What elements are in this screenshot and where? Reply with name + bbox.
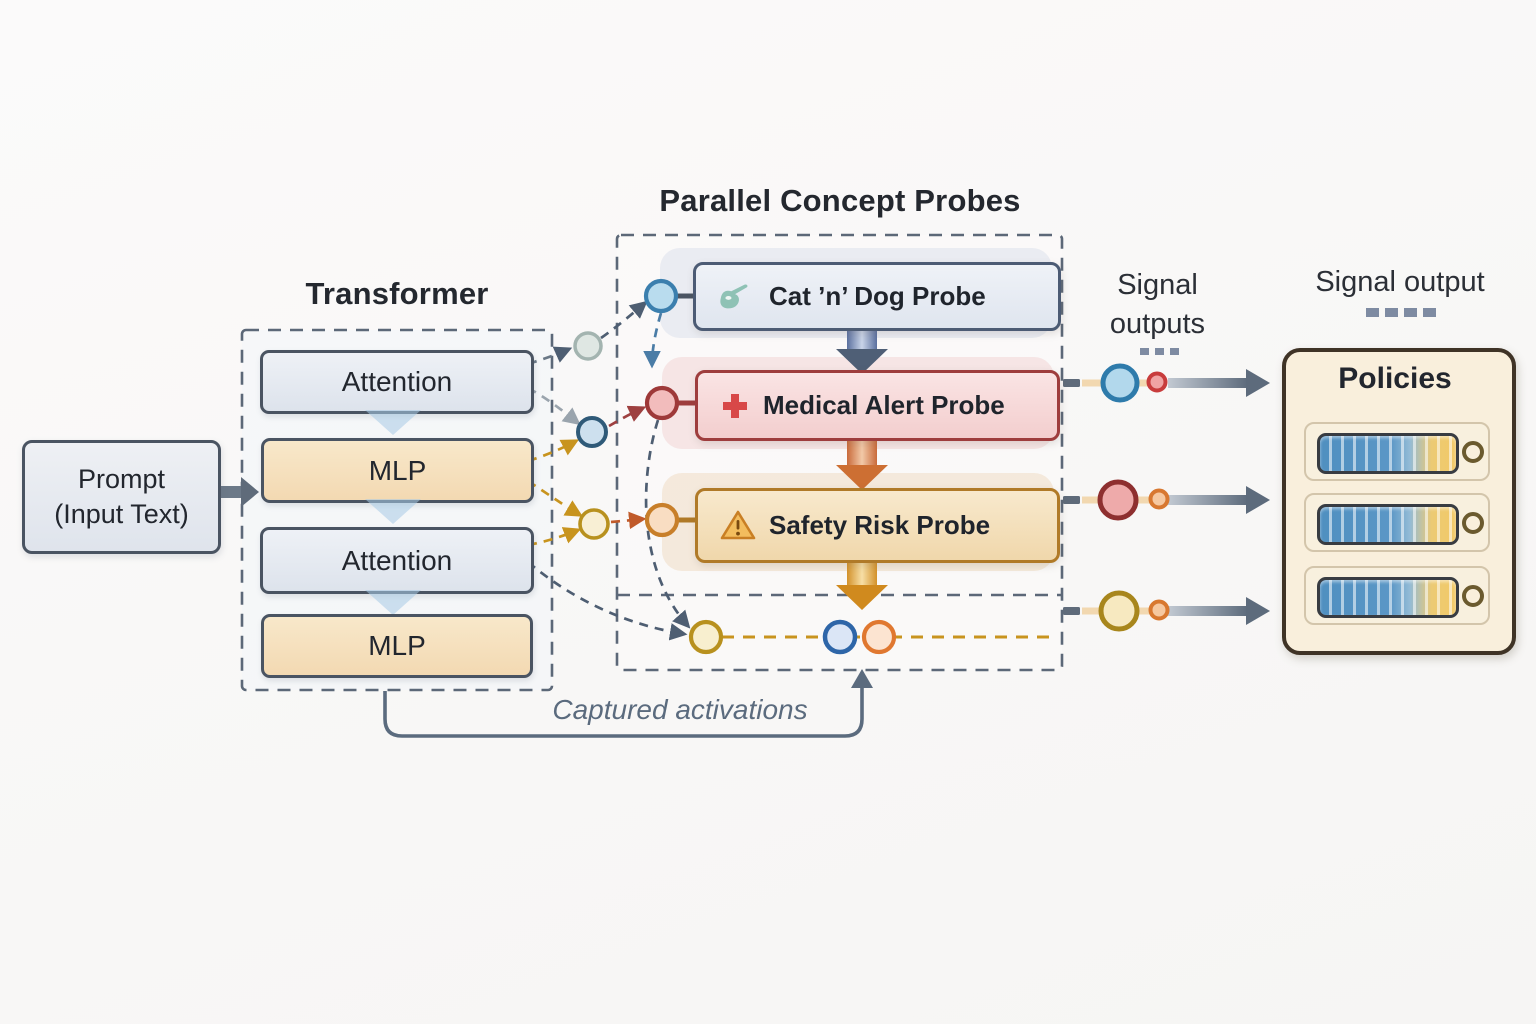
medical-cross-icon [720, 391, 750, 421]
prompt-label-line1: Prompt [77, 464, 166, 494]
medical-alert-probe-box: Medical Alert Probe [695, 370, 1060, 441]
policy-indicator-ring [1462, 441, 1484, 463]
signal-node-red-small [1146, 371, 1168, 393]
prompt-box: Prompt (Input Text) [22, 440, 221, 554]
policy-indicator-ring [1462, 512, 1484, 534]
signal-node-blue-large [1100, 363, 1140, 403]
transformer-layer-attention-1: Attention [260, 350, 534, 414]
probe-label: Safety Risk Probe [769, 510, 991, 540]
probe-label: Cat ’n’ Dog Probe [769, 281, 986, 311]
policy-progress-bar [1317, 504, 1459, 545]
layer-label: MLP [368, 630, 426, 661]
signal-outputs-label: Signal outputs [1090, 266, 1225, 344]
policy-progress-bar [1317, 577, 1459, 618]
layer-label: Attention [341, 544, 453, 576]
signal-outputs-dashes [1140, 348, 1179, 355]
transformer-layer-attention-2: Attention [260, 527, 534, 594]
policy-progress-bar [1317, 433, 1459, 474]
intermediate-activation-circles [573, 331, 610, 540]
captured-activations-label: Captured activations [552, 694, 808, 725]
policy-indicator-ring [1462, 585, 1484, 607]
policy-row-3 [1304, 566, 1490, 625]
down-chevron-icon [365, 590, 421, 615]
cat-n-dog-probe-box: Cat ’n’ Dog Probe [693, 262, 1061, 331]
signal-output-label: Signal output [1315, 266, 1485, 298]
probes-title: Parallel Concept Probes [659, 183, 1021, 218]
safety-risk-probe-box: Safety Risk Probe [695, 488, 1060, 563]
signal-node-gold-large [1098, 590, 1140, 632]
signal-output-rows [1063, 363, 1270, 632]
activation-node-blue [576, 416, 608, 448]
policy-row-2 [1304, 493, 1490, 552]
policies-title: Policies [1338, 362, 1452, 395]
prompt-label-line2: (Input Text) [54, 499, 189, 529]
warning-triangle-icon [720, 509, 756, 542]
transformer-layer-mlp-1: MLP [261, 438, 534, 503]
signal-node-orange-small-2 [1148, 599, 1170, 621]
signal-outputs-label-line1: Signal [1117, 269, 1198, 301]
layer-label: Attention [341, 366, 453, 397]
transformer-layer-mlp-2: MLP [261, 614, 533, 678]
layer-label: MLP [368, 454, 427, 486]
activation-node-gold [578, 508, 610, 540]
transformer-title: Transformer [305, 276, 489, 311]
signal-node-orange-small [1148, 488, 1170, 510]
probe-label: Medical Alert Probe [763, 390, 1005, 420]
down-chevron-icon [365, 410, 421, 435]
down-chevron-icon [365, 499, 421, 524]
signal-output-dashes [1366, 308, 1436, 317]
signal-outputs-label-line2: outputs [1109, 308, 1206, 340]
policy-row-1 [1304, 422, 1490, 481]
activation-node-grey [573, 331, 603, 361]
signal-node-red-large [1097, 479, 1139, 521]
cat-icon [718, 282, 756, 312]
